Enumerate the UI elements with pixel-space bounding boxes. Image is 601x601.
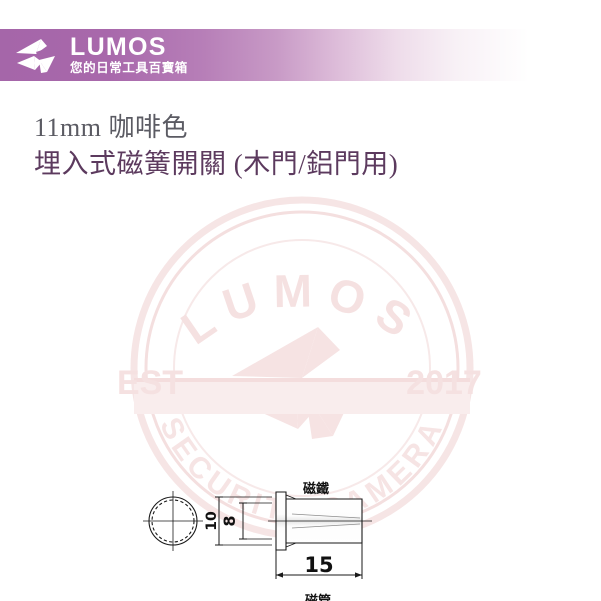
product-title: 11mm 咖啡色 埋入式磁簧開關 (木門/鋁門用) xyxy=(34,112,574,182)
magnet-body xyxy=(268,491,372,551)
part-drawing-magnet xyxy=(143,491,372,579)
reed-tube-part-label: 磁管 xyxy=(305,593,331,601)
product-title-line1: 11mm 咖啡色 xyxy=(34,113,188,142)
watermark-est-text: EST xyxy=(117,364,183,402)
watermark-stamp: LUMOS SECURITY CAMERA EST 2017 xyxy=(117,196,482,540)
brand-lockup: LUMOS 您的日常工具百寶箱 xyxy=(14,29,188,81)
product-title-line2: 埋入式磁簧開關 (木門/鋁門用) xyxy=(34,148,399,179)
brand-header-bar: LUMOS 您的日常工具百寶箱 xyxy=(0,29,601,81)
magnet-part-label: 磁鐵 xyxy=(303,481,329,497)
magnet-length-dimension xyxy=(275,543,363,579)
pinwheel-triangles-icon xyxy=(14,32,62,78)
brand-tagline: 您的日常工具百寶箱 xyxy=(70,60,188,75)
magnet-outer-diameter-label: 10 xyxy=(204,511,220,531)
magnet-inner-diameter-label: 8 xyxy=(220,515,239,526)
magnet-length-label: 15 xyxy=(304,553,333,577)
watermark-year-text: 2017 xyxy=(406,364,482,402)
brand-name: LUMOS xyxy=(70,32,167,61)
magnet-diameter-dimensions xyxy=(215,496,272,546)
technical-drawing-area: LUMOS SECURITY CAMERA EST 2017 xyxy=(0,196,601,601)
magnet-end-view xyxy=(143,491,203,551)
brand-text-block: LUMOS 您的日常工具百寶箱 xyxy=(70,32,188,76)
